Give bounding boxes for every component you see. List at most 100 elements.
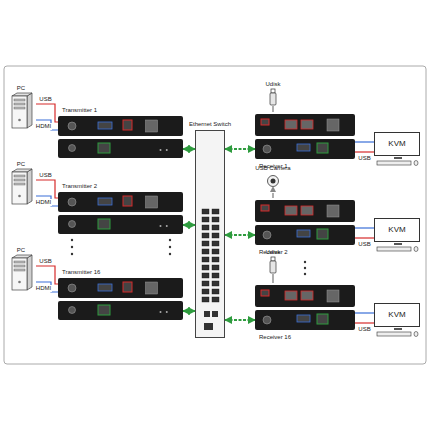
power-button xyxy=(18,119,21,122)
dot xyxy=(169,253,171,255)
kvm-monitor: KVM xyxy=(374,218,420,242)
transmitter-box: Transmitter 16 xyxy=(58,268,183,320)
usb-plug-line xyxy=(272,106,273,112)
switch-port xyxy=(212,289,219,294)
rj45-port xyxy=(317,143,328,153)
cable-label: USB xyxy=(38,172,52,179)
hdmi-port xyxy=(98,122,112,129)
switch-port xyxy=(212,265,219,270)
knob xyxy=(68,122,76,130)
knob xyxy=(263,145,271,153)
network-cable xyxy=(183,148,195,150)
signal-cable xyxy=(36,104,58,122)
pc-side xyxy=(27,169,32,204)
usb-port xyxy=(285,291,297,300)
switch-port xyxy=(202,233,209,238)
usb-device: Udisk xyxy=(260,80,286,106)
device-bottom xyxy=(58,139,183,158)
cable-label: HDMI xyxy=(35,285,52,292)
cable-label: USB xyxy=(357,155,371,162)
switch-port xyxy=(202,297,209,302)
device-illustration xyxy=(255,283,355,341)
device-label: Transmitter 2 xyxy=(58,182,183,191)
drive-slot xyxy=(14,179,25,181)
kvm-monitor: KVM xyxy=(374,132,420,156)
signal-cable xyxy=(355,141,374,142)
usb-device: USB Camera xyxy=(253,164,293,193)
drive-slot xyxy=(14,183,25,185)
switch-port xyxy=(212,209,219,214)
status-led xyxy=(160,149,162,151)
usb-port xyxy=(285,206,297,215)
device-top xyxy=(255,285,355,307)
signal-cable xyxy=(355,237,374,238)
pc-front xyxy=(12,96,27,128)
knob xyxy=(263,231,271,239)
network-cable xyxy=(225,234,255,236)
led xyxy=(69,145,76,152)
signal-cable xyxy=(36,266,58,284)
udisk-plug xyxy=(271,257,275,261)
receiver-box: Receiver 2 xyxy=(255,198,355,256)
signal-cable xyxy=(355,151,374,152)
rj45-port xyxy=(317,314,328,324)
dot xyxy=(169,246,171,248)
switch-port xyxy=(202,249,209,254)
drive-slot xyxy=(14,103,25,105)
device-label: Receiver 16 xyxy=(259,333,291,341)
network-cable xyxy=(225,148,255,150)
knob xyxy=(68,284,76,292)
monitor-stand xyxy=(394,243,402,245)
drive-slot xyxy=(14,107,25,109)
device-bottom xyxy=(58,215,183,234)
hdmi-port xyxy=(297,144,310,151)
network-cable xyxy=(183,224,195,226)
device-label: Ethernet Switch xyxy=(189,120,231,128)
switch-port xyxy=(202,273,209,278)
monitor-label: KVM xyxy=(375,304,419,326)
cable-label: USB xyxy=(38,96,52,103)
switch-port xyxy=(202,289,209,294)
device-label: USB Camera xyxy=(253,164,293,172)
switch-port xyxy=(212,225,219,230)
switch-port xyxy=(202,217,209,222)
keyboard xyxy=(377,161,411,165)
usb-port xyxy=(285,120,297,129)
frame xyxy=(4,66,426,364)
pc-front xyxy=(12,258,27,290)
monitor-label: KVM xyxy=(375,219,419,241)
receiver-box: Receiver 1 xyxy=(255,112,355,170)
network-cable xyxy=(225,319,255,321)
knob xyxy=(68,198,76,206)
transmitter-box: Transmitter 2 xyxy=(58,182,183,234)
switch-port xyxy=(202,209,209,214)
switch-port xyxy=(212,249,219,254)
usb-plug-line xyxy=(272,193,273,198)
pc-side xyxy=(27,93,32,128)
switch-port xyxy=(212,233,219,238)
receiver-box: Receiver 16 xyxy=(255,283,355,341)
switch-port xyxy=(212,297,219,302)
usb-port xyxy=(301,120,313,129)
led xyxy=(69,307,76,314)
udisk-plug xyxy=(271,89,275,93)
switch-port xyxy=(212,273,219,278)
device-bottom xyxy=(255,225,355,245)
device-top xyxy=(255,200,355,222)
device-label: PC xyxy=(6,246,36,254)
pc-front xyxy=(12,172,27,204)
power-button xyxy=(18,281,21,284)
rj45-port xyxy=(317,229,328,239)
usb-port xyxy=(261,205,269,211)
vent-grid xyxy=(327,290,339,302)
device-bottom xyxy=(255,139,355,159)
dot xyxy=(169,239,171,241)
uplink-port xyxy=(204,311,210,317)
dot xyxy=(71,239,73,241)
rj45-port xyxy=(98,143,110,153)
drive-slot xyxy=(14,261,25,263)
cable-label: HDMI xyxy=(35,199,52,206)
switch-port xyxy=(212,241,219,246)
device-top xyxy=(58,116,183,136)
